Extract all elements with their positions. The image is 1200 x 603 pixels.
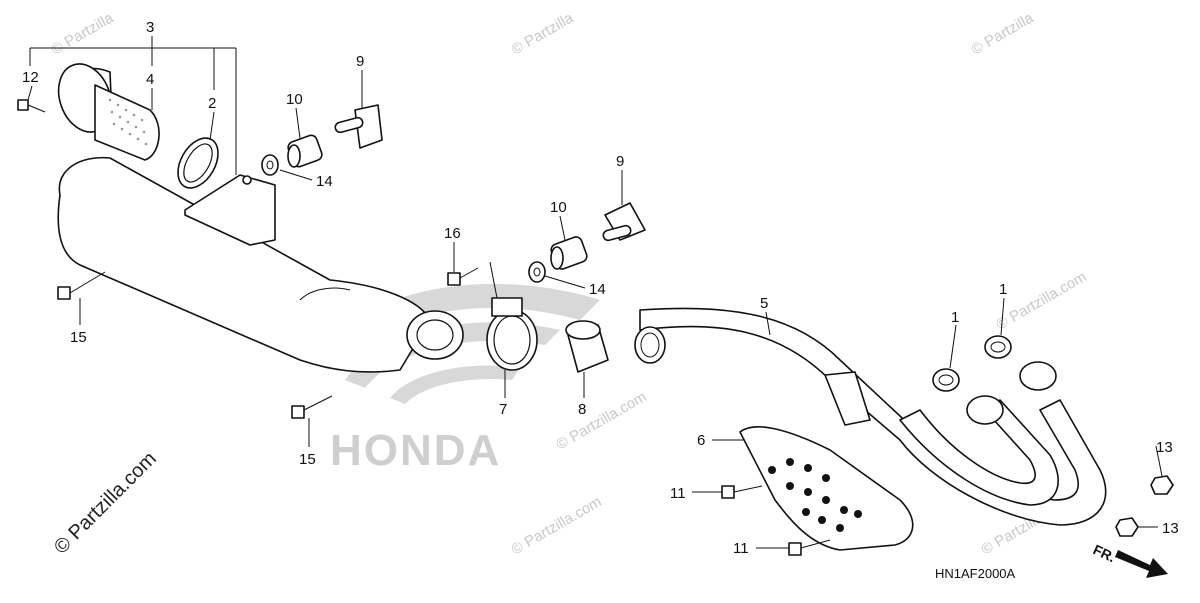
- callout-13-upper: 13: [1156, 439, 1173, 456]
- bolt-15-lower: [291, 395, 333, 419]
- collar-9-lower: [602, 202, 646, 242]
- bolt-11-upper: [721, 485, 763, 499]
- watermark: © Partzilla: [509, 9, 577, 58]
- front-arrow-icon: [1115, 550, 1168, 578]
- callout-4: 4: [146, 71, 154, 88]
- collar-9-upper: [334, 104, 383, 149]
- screen-mesh: [108, 98, 148, 146]
- gasket-1-left: [932, 368, 960, 392]
- callout-9-upper: 9: [356, 53, 364, 70]
- washer-14-lower: [528, 261, 546, 283]
- front-label: FR.: [1091, 541, 1118, 565]
- callout-14-upper: 14: [316, 173, 333, 190]
- callout-11-upper: 11: [670, 485, 686, 502]
- joint-gasket-8: [565, 320, 609, 373]
- gasket-1-right: [984, 335, 1012, 359]
- watermark: © Partzilla.com: [994, 268, 1090, 333]
- side-watermark: © Partzilla.com: [50, 448, 161, 559]
- callout-10-lower: 10: [550, 199, 567, 216]
- nut-13-upper: [1150, 475, 1174, 495]
- callout-3: 3: [146, 19, 154, 36]
- nut-13-lower: [1115, 517, 1139, 537]
- callout-15-lower: 15: [299, 451, 316, 468]
- callout-13-lower: 13: [1162, 520, 1179, 537]
- watermark: © Partzilla: [969, 9, 1037, 58]
- callout-8: 8: [578, 401, 586, 418]
- heat-shield-holes: [768, 458, 862, 532]
- callout-11-lower: 11: [733, 540, 749, 557]
- callout-6: 6: [697, 432, 705, 449]
- callout-5: 5: [760, 295, 768, 312]
- bolt-15-upper: [57, 271, 106, 300]
- diagram-code: HN1AF2000A: [935, 566, 1016, 581]
- rubber-mount-10-upper: [287, 134, 323, 168]
- callouts: 3 12 4 2 9 10 14 15 15 16 10 9 14 7 8 5 …: [22, 19, 1179, 557]
- bolt-16: [447, 267, 479, 286]
- callout-10-upper: 10: [286, 91, 303, 108]
- callout-16: 16: [444, 225, 461, 242]
- muffler-assembly: [17, 63, 464, 373]
- callout-12: 12: [22, 69, 39, 86]
- leader-lines: [27, 36, 1163, 549]
- watermark: © Partzilla.com: [509, 493, 605, 558]
- rubber-mount-10-lower: [550, 236, 588, 270]
- callout-1-left: 1: [951, 309, 959, 326]
- callout-15-upper: 15: [70, 329, 87, 346]
- muffler-bracket: [184, 174, 276, 246]
- front-arrow: FR.: [1091, 541, 1168, 578]
- clamp-7: [486, 297, 538, 371]
- bolt-11-lower: [788, 539, 831, 556]
- honda-logo-text: HONDA: [330, 426, 501, 475]
- callout-14-lower: 14: [589, 281, 606, 298]
- bolt-12: [17, 99, 46, 113]
- watermark: © Partzilla: [49, 9, 117, 58]
- exhaust-pipe-5: [634, 307, 1107, 526]
- washer-14-upper: [261, 154, 279, 176]
- callout-7: 7: [499, 401, 507, 418]
- watermark: © Partzilla.com: [554, 388, 650, 453]
- callout-2: 2: [208, 95, 216, 112]
- callout-1-right: 1: [999, 281, 1007, 298]
- heat-shield-6: [739, 426, 914, 551]
- callout-9-lower: 9: [616, 153, 624, 170]
